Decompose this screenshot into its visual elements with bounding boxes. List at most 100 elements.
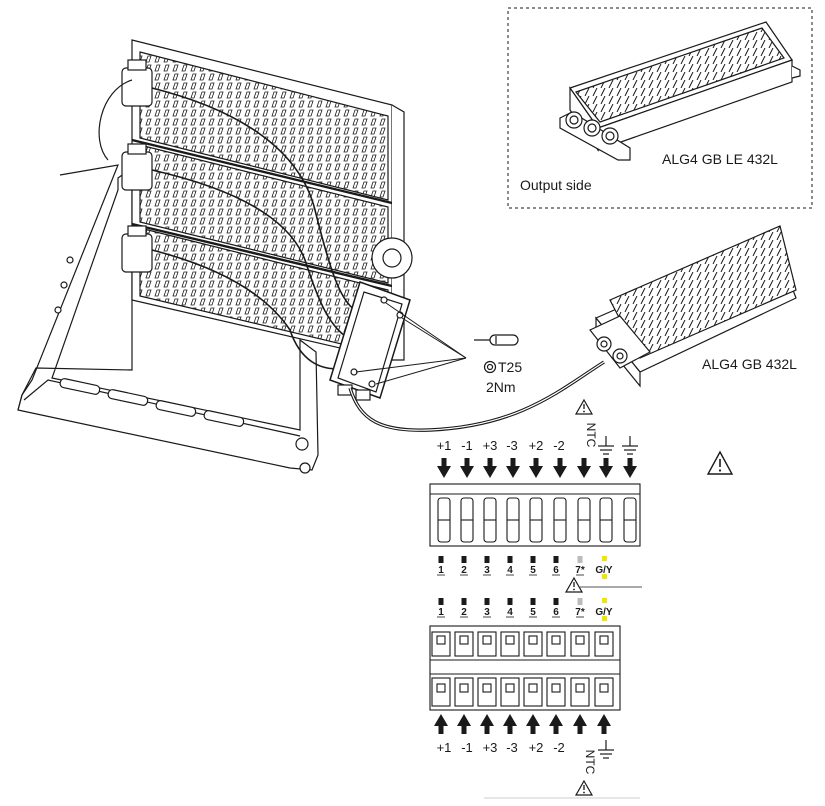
terminal-release	[459, 683, 469, 693]
wire-number-label: G/Y	[595, 607, 613, 618]
wire-number-label: 7*	[575, 565, 585, 576]
top-polarity-label: +2	[529, 438, 544, 453]
down-arrow-head	[460, 466, 474, 478]
wire-number-label: 6	[553, 565, 559, 576]
screwdriver-icon	[474, 334, 519, 346]
terminal-release	[459, 635, 469, 645]
wire-number-label: 5	[530, 565, 536, 576]
down-arrow-icon	[487, 458, 493, 468]
wire-tag	[577, 556, 583, 563]
up-arrow-icon	[553, 724, 559, 734]
top-ground-icons	[598, 436, 638, 455]
screw-type-label: T25	[498, 359, 522, 375]
wire-number-label: 6	[553, 607, 559, 618]
bottom-polarity-label: +2	[529, 740, 544, 755]
down-arrow-icon	[557, 458, 563, 468]
terminal-release	[599, 683, 609, 693]
terminal-release	[482, 635, 492, 645]
gy-color-tag	[602, 574, 607, 579]
down-arrow-head	[529, 466, 543, 478]
down-arrow-head	[577, 466, 591, 478]
wire-tag	[530, 556, 536, 563]
bottom-ntc-label: NTC	[583, 750, 597, 775]
down-arrow-icon	[581, 458, 587, 468]
wire-number-label: 3	[484, 607, 490, 618]
up-arrow-head	[434, 714, 448, 726]
terminal-release	[528, 635, 538, 645]
down-arrow-icon	[510, 458, 516, 468]
terminal-release	[599, 635, 609, 645]
wire-tag	[530, 598, 536, 605]
terminal-release	[482, 683, 492, 693]
down-arrow-head	[623, 466, 637, 478]
bottom-terminal-polarity-labels: +1 -1 +3 -3 +2 -2 NTC	[437, 740, 597, 775]
top-polarity-label: +1	[437, 438, 452, 453]
wire-tag	[484, 556, 490, 563]
bottom-polarity-label: -2	[553, 740, 565, 755]
bottom-polarity-label: +3	[483, 740, 498, 755]
top-polarity-label: +3	[483, 438, 498, 453]
up-arrow-head	[597, 714, 611, 726]
wire-number-label: 5	[530, 607, 536, 618]
terminal-release	[575, 635, 585, 645]
top-polarity-label: -1	[461, 438, 473, 453]
up-arrow-icon	[601, 724, 607, 734]
down-arrow-icon	[464, 458, 470, 468]
up-arrow-head	[480, 714, 494, 726]
wire-tag	[484, 598, 490, 605]
up-arrow-head	[549, 714, 563, 726]
down-arrow-head	[553, 466, 567, 478]
terminal-release	[551, 635, 561, 645]
down-arrow-head	[437, 466, 451, 478]
wire-number-label: 1	[438, 607, 444, 618]
down-arrow-head	[506, 466, 520, 478]
wire-tag	[553, 598, 559, 605]
wire-tag	[438, 598, 444, 605]
gy-color-tag	[602, 616, 607, 621]
top-polarity-label: -3	[506, 438, 518, 453]
bottom-terminal-block	[429, 625, 621, 711]
up-arrow-icon	[577, 724, 583, 734]
wire-number-label: 1	[438, 565, 444, 576]
wire-number-label: 3	[484, 565, 490, 576]
up-arrow-icon	[507, 724, 513, 734]
top-terminal-block	[429, 483, 641, 547]
up-arrow-head	[526, 714, 540, 726]
wire-number-label: 7*	[575, 607, 585, 618]
terminal-release	[505, 683, 515, 693]
screw-leader-lines	[355, 302, 467, 385]
wire-number-label: G/Y	[595, 565, 613, 576]
wire-number-label: 2	[461, 565, 467, 576]
warning-icon	[706, 450, 734, 475]
bottom-insert-arrows	[434, 714, 611, 734]
wire-number-label: 2	[461, 607, 467, 618]
up-arrow-icon	[530, 724, 536, 734]
wire-tag	[553, 556, 559, 563]
output-side-box	[507, 7, 813, 209]
top-ntc-label: NTC	[584, 423, 598, 448]
wire-tag	[461, 598, 467, 605]
gy-color-tag	[602, 598, 607, 603]
wire-tag	[438, 556, 444, 563]
wire-tag	[507, 598, 513, 605]
terminal-release	[575, 683, 585, 693]
floodlight-luminaire	[17, 39, 413, 474]
driver-std-illustration	[589, 225, 797, 388]
output-side-label: Output side	[520, 177, 592, 193]
gy-color-tag	[602, 556, 607, 561]
terminal-release	[528, 683, 538, 693]
terminal-release	[436, 683, 446, 693]
down-arrow-icon	[603, 458, 609, 468]
terminal-release	[505, 635, 515, 645]
up-arrow-icon	[484, 724, 490, 734]
top-polarity-label: -2	[553, 438, 565, 453]
up-arrow-head	[573, 714, 587, 726]
driver-std-model: ALG4 GB 432L	[702, 356, 797, 372]
down-arrow-head	[599, 466, 613, 478]
down-arrow-icon	[533, 458, 539, 468]
warning-icon-ntc-bottom	[574, 779, 594, 796]
wire-tag	[577, 598, 583, 605]
